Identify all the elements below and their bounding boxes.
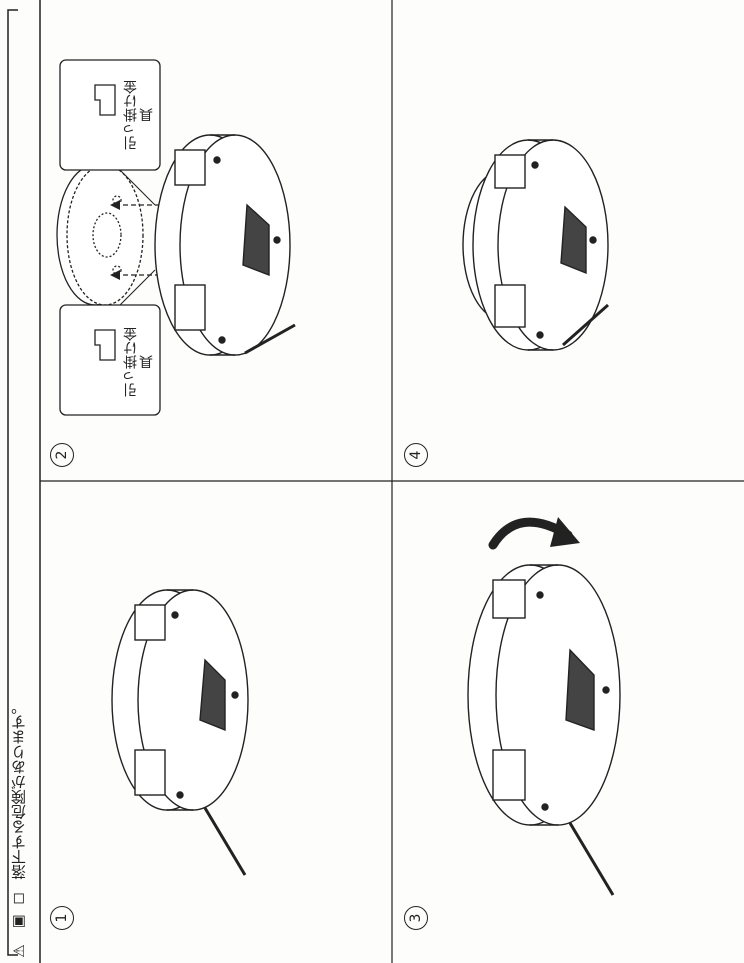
caution-strip: ⚠ ▣ ◻ 落下する危険があります。 (8, 560, 29, 960)
clip-tab-lower (174, 284, 206, 331)
power-cable (562, 303, 609, 347)
panel-3-illustration (467, 517, 621, 896)
panel-4-illustration (462, 139, 609, 351)
power-cable (568, 822, 615, 896)
clip-tab-upper (492, 579, 526, 619)
clip-tab-upper (134, 604, 166, 641)
rocker-switch (565, 648, 595, 731)
caution-strip-border (7, 9, 18, 956)
power-cable (244, 323, 296, 355)
hook-label-right: 引っ掛け金具 (123, 80, 155, 150)
warning-icon: ⚠ (10, 942, 28, 960)
hook-icon (94, 329, 116, 361)
clip-tab-lower (492, 749, 526, 801)
panel-2-illustration (56, 59, 296, 416)
rocker-switch (560, 205, 587, 275)
clip-tab-upper (174, 149, 206, 186)
clip-tab-upper (494, 154, 526, 189)
power-cable (203, 807, 247, 876)
rotate-arrow-icon (488, 517, 580, 550)
hook-label-left: 引っ掛け金具 (123, 327, 155, 397)
clip-tab-lower (134, 749, 166, 796)
hook-icon (94, 84, 116, 116)
caution-text: 落下する危険があります。 (10, 699, 28, 880)
panel-1-illustration (111, 589, 249, 876)
rocker-switch (242, 203, 270, 277)
caution-box-glyph: ▣ ◻ (10, 890, 28, 932)
mounting-base (56, 164, 144, 306)
clip-tab-lower (494, 284, 526, 328)
rocker-switch (199, 658, 226, 732)
